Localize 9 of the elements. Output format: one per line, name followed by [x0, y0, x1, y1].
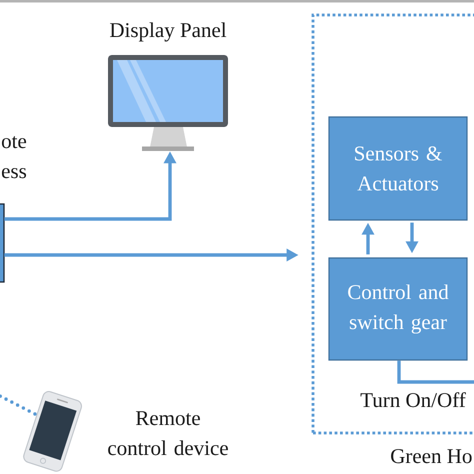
dotted-line: [0, 394, 37, 416]
heading: Green Ho: [391, 449, 472, 464]
process-box: Control and switch gear: [328, 257, 468, 361]
node-label: Remote control device: [108, 411, 228, 456]
connector-line: [397, 360, 474, 384]
heading: ote ess: [2, 136, 26, 178]
process-box: Sensors & Actuators: [328, 116, 468, 221]
edge-label: Turn On/Off: [359, 391, 467, 408]
node-label: Display Panel: [110, 22, 226, 42]
